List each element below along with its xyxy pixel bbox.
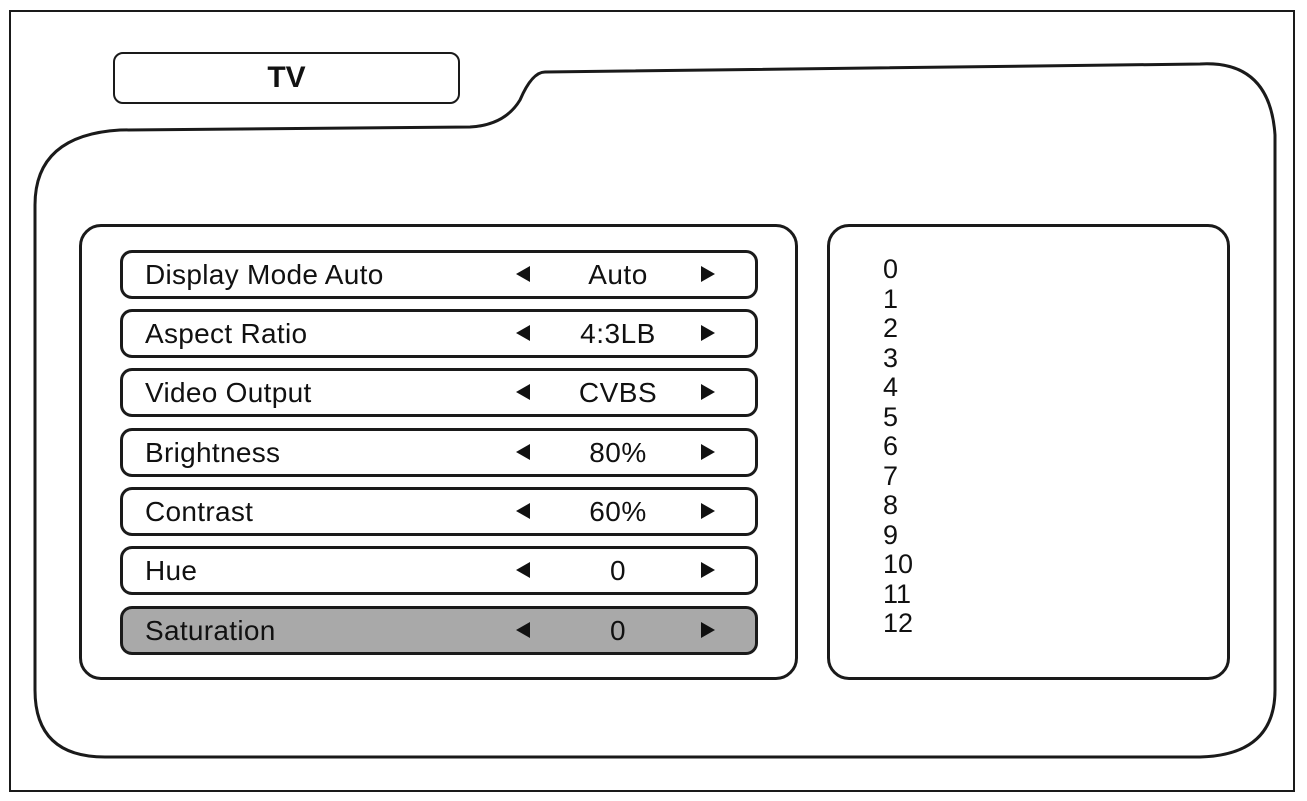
value-options-panel: 0 1 2 3 4 5 6 7 8 9 10 11 12 bbox=[827, 224, 1230, 680]
menu-row-display-mode[interactable]: Display Mode Auto Auto bbox=[120, 250, 758, 299]
menu-row-video-output[interactable]: Video Output CVBS bbox=[120, 368, 758, 417]
menu-row-aspect-ratio[interactable]: Aspect Ratio 4:3LB bbox=[120, 309, 758, 358]
triangle-left-icon[interactable] bbox=[516, 503, 530, 519]
list-item[interactable]: 7 bbox=[883, 460, 899, 491]
menu-row-label: Hue bbox=[145, 555, 198, 586]
list-item[interactable]: 5 bbox=[883, 401, 899, 432]
menu-row-label: Display Mode Auto bbox=[145, 259, 384, 290]
triangle-right-icon[interactable] bbox=[701, 384, 715, 400]
triangle-left-icon[interactable] bbox=[516, 562, 530, 578]
menu-row-brightness[interactable]: Brightness 80% bbox=[120, 428, 758, 477]
triangle-right-icon[interactable] bbox=[701, 503, 715, 519]
menu-row-saturation[interactable]: Saturation 0 bbox=[120, 606, 758, 655]
menu-row-hue[interactable]: Hue 0 bbox=[120, 546, 758, 595]
list-item[interactable]: 1 bbox=[883, 283, 899, 314]
list-item[interactable]: 12 bbox=[883, 608, 914, 638]
triangle-right-icon[interactable] bbox=[701, 325, 715, 341]
list-item[interactable]: 4 bbox=[883, 372, 899, 402]
triangle-left-icon[interactable] bbox=[516, 266, 530, 282]
menu-row-value: 4:3LB bbox=[580, 318, 656, 349]
triangle-left-icon[interactable] bbox=[516, 444, 530, 460]
menu-row-label: Aspect Ratio bbox=[145, 318, 308, 349]
tv-tab-label: TV bbox=[267, 61, 306, 94]
menu-row-contrast[interactable]: Contrast 60% bbox=[120, 487, 758, 536]
menu-row-label: Saturation bbox=[145, 615, 276, 646]
list-item[interactable]: 2 bbox=[883, 313, 899, 343]
menu-row-value: CVBS bbox=[578, 377, 658, 408]
menu-row-label: Contrast bbox=[145, 496, 254, 527]
triangle-left-icon[interactable] bbox=[516, 622, 530, 638]
menu-row-value: 60% bbox=[589, 496, 647, 527]
list-item[interactable]: 6 bbox=[883, 431, 899, 461]
value-options-list: 0 1 2 3 4 5 6 7 8 9 10 11 12 bbox=[883, 254, 914, 639]
tv-tab[interactable]: TV bbox=[113, 52, 460, 104]
menu-row-value: 0 bbox=[609, 555, 627, 586]
menu-row-value: 0 bbox=[609, 615, 627, 646]
list-item[interactable]: 9 bbox=[883, 519, 899, 550]
triangle-right-icon[interactable] bbox=[701, 266, 715, 282]
triangle-left-icon[interactable] bbox=[516, 325, 530, 341]
menu-row-value: Auto bbox=[588, 259, 648, 290]
triangle-right-icon[interactable] bbox=[701, 562, 715, 578]
menu-row-label: Video Output bbox=[145, 377, 312, 408]
list-item[interactable]: 0 bbox=[883, 254, 899, 284]
list-item[interactable]: 11 bbox=[883, 578, 912, 609]
list-item[interactable]: 8 bbox=[883, 490, 899, 520]
menu-row-label: Brightness bbox=[145, 437, 281, 468]
menu-row-value: 80% bbox=[589, 437, 647, 468]
triangle-right-icon[interactable] bbox=[701, 444, 715, 460]
list-item[interactable]: 3 bbox=[883, 342, 899, 373]
list-item[interactable]: 10 bbox=[883, 549, 914, 579]
triangle-right-icon[interactable] bbox=[701, 622, 715, 638]
triangle-left-icon[interactable] bbox=[516, 384, 530, 400]
